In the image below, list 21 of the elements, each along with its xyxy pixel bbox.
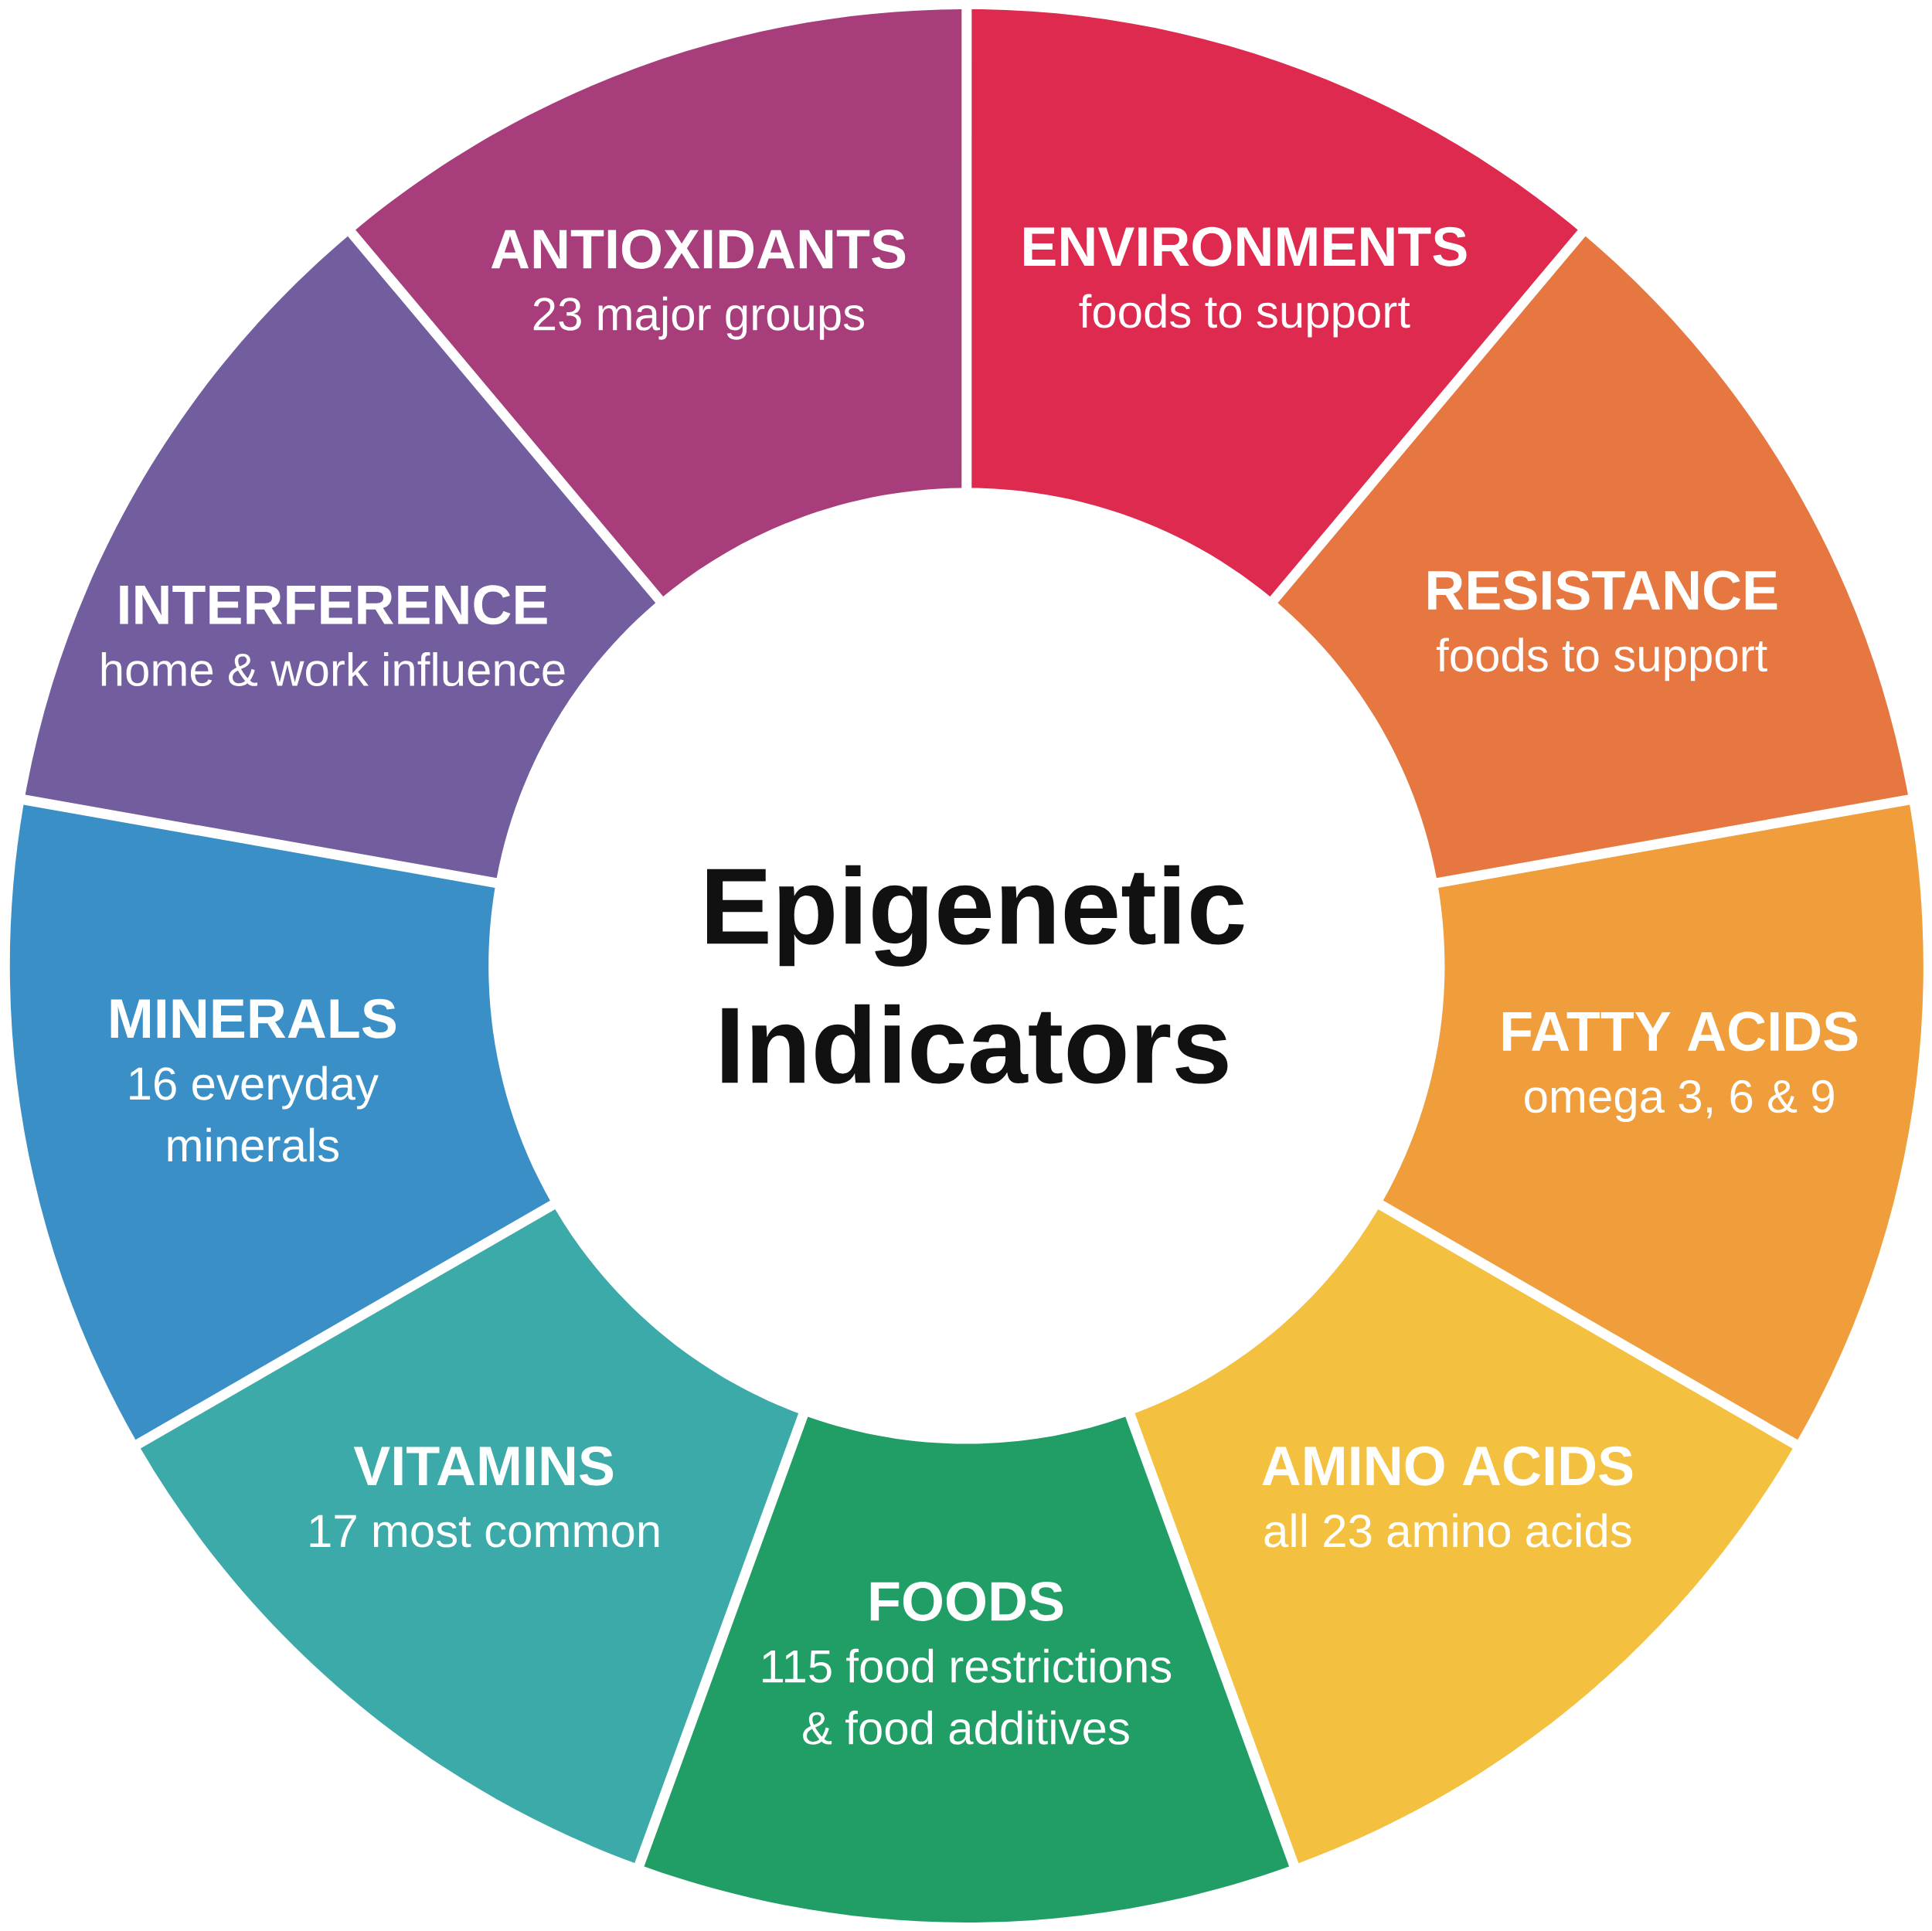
segment-subtitle: omega 3, 6 & 9 (1525, 1079, 1834, 1123)
ring-segment (1383, 804, 1923, 1440)
ring-segment (9, 804, 550, 1440)
segment-subtitle: foods to support (1436, 637, 1767, 682)
segment-subtitle: all 23 amino acids (1264, 1513, 1631, 1548)
segment-subtitle: home & work influence (101, 652, 565, 687)
center-title: Epigenetic Indicators (707, 865, 1244, 1084)
segment-title: RESISTANCE (1428, 570, 1777, 610)
segment-title: ENVIRONMENTS (1024, 226, 1467, 267)
segment-title: FOODS (870, 1581, 1063, 1621)
segment-title: ANTIOXIDANTS (491, 229, 906, 269)
segment-title: FATTY ACIDS (1502, 1011, 1858, 1052)
segment-title: MINERALS (111, 998, 396, 1039)
segment-title: VITAMINS (353, 1446, 614, 1486)
segment-subtitle: 115 food restrictions & food additives (763, 1648, 1172, 1745)
segment-title: INTERFERENCE (120, 585, 547, 625)
segment-subtitle: 17 most common (310, 1515, 659, 1548)
segment-title: AMINO ACIDS (1262, 1446, 1633, 1486)
segment-subtitle: foods to support (1079, 294, 1410, 338)
segment-subtitle: 16 everyday minerals (130, 1066, 379, 1162)
segment-subtitle: 23 major groups (533, 296, 865, 340)
